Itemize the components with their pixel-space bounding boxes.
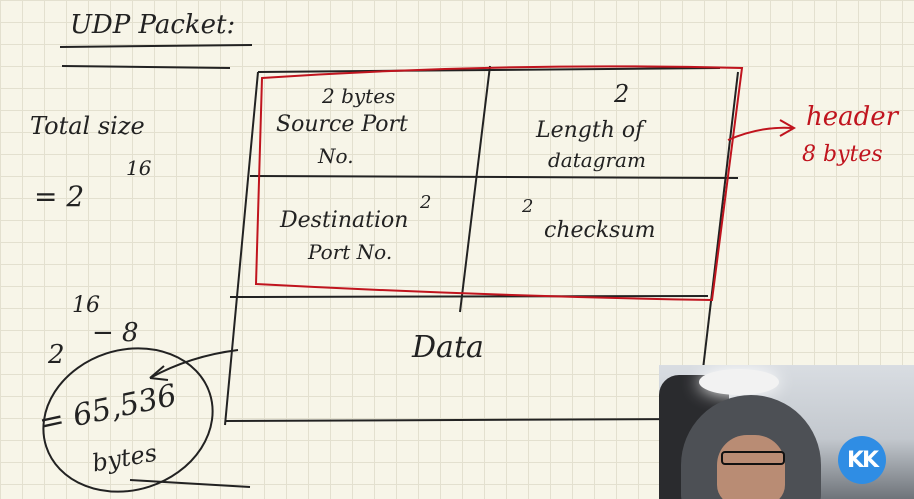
source-port-label-2: No. [318,144,354,168]
result-arrow-line [149,349,239,379]
calc-base: 2 [48,340,65,370]
length-label-2: datagram [548,148,646,172]
header-size-annotation: 8 bytes [802,142,883,167]
length-label: Length of [536,118,644,143]
calc-exponent: 16 [72,293,100,318]
dest-port-size: 2 [420,192,432,213]
checksum-label: checksum [544,218,656,243]
source-port-size: 2 bytes [322,84,396,108]
source-port-label: Source Port [276,112,408,137]
channel-logo: KK [838,436,886,484]
table-right-line [696,71,739,421]
notes-title: UDP Packet: [70,10,236,40]
title-underline-2 [61,65,231,69]
header-arrow-head [779,119,797,137]
total-size-exponent: 16 [126,156,152,180]
lamp [699,369,779,395]
presenter-glasses [721,451,785,465]
header-highlight-box [254,65,744,302]
total-size-expression: = 2 [34,180,85,213]
header-annotation: header [806,102,899,132]
presenter-face [717,435,785,499]
row-divider-2 [229,295,709,298]
dest-port-label-2: Port No. [308,240,393,264]
title-underline [59,44,253,48]
total-size-label: Total size [30,112,145,140]
calc-minus: − 8 [92,318,139,348]
length-size: 2 [614,80,630,108]
table-left-line [224,71,259,426]
header-arrow-line [727,126,793,141]
row-divider-1 [249,175,739,179]
table-bottom-line [224,418,696,422]
result-arrow-head [149,365,169,381]
data-label: Data [412,330,484,365]
bottom-stroke [129,479,251,488]
column-divider [459,65,491,313]
dest-port-label: Destination [280,208,409,233]
checksum-size: 2 [522,196,534,217]
result-circle [42,347,214,493]
